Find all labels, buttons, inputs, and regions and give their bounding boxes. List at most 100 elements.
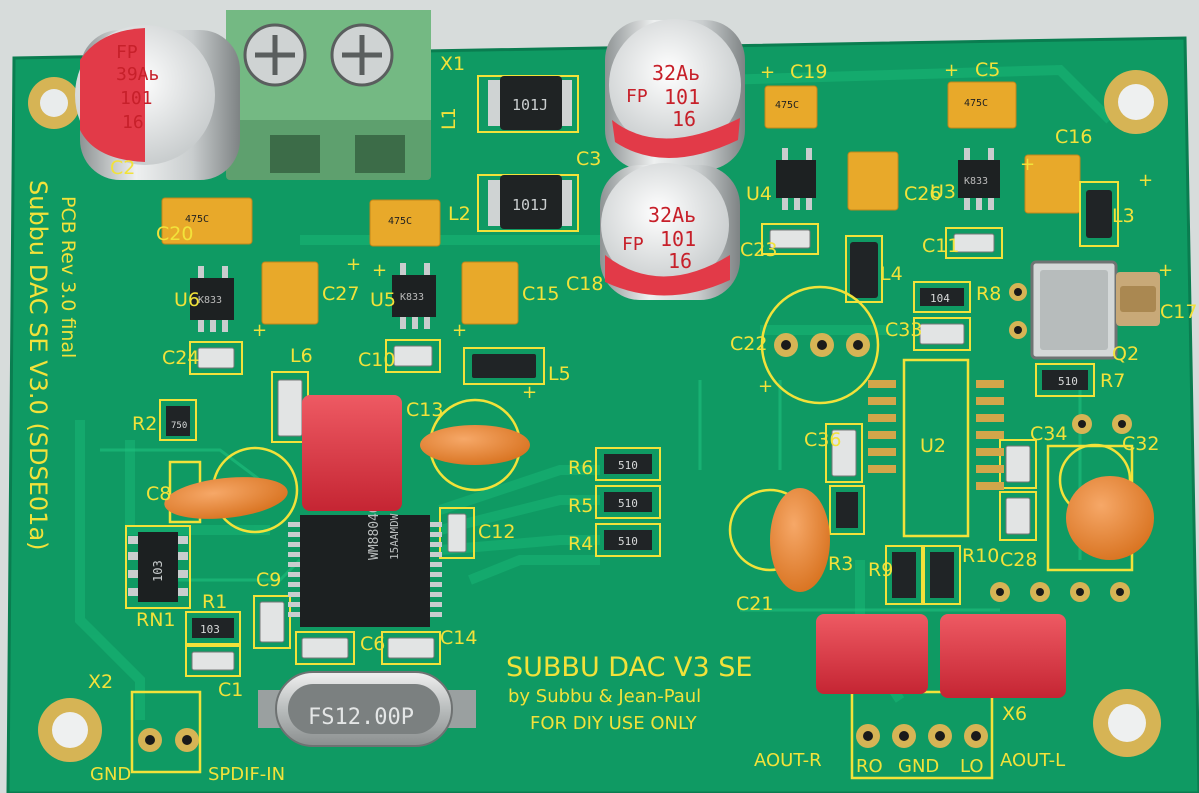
label-c24: C24 [162,347,199,369]
label-c2: C2 [110,157,135,179]
r1-marking: 103 [200,623,220,636]
label-x1: X1 [440,53,465,75]
tantalum-caps [161,81,1081,325]
cap-c3-marking-3: 101 [664,85,700,109]
label-aout-r: AOUT-R [754,750,822,771]
tantalum-c19-marking: 475C [775,100,799,111]
svg-text:+: + [252,320,267,341]
label-c36: C36 [804,429,841,451]
label-r9: R9 [868,559,893,581]
label-c6: C6 [360,633,385,655]
label-c13: C13 [406,399,443,421]
u6-marking: K833 [198,295,222,306]
cap-c2 [75,25,240,180]
svg-text:+: + [1138,170,1153,191]
label-c27: C27 [322,283,359,305]
label-r2: R2 [132,413,157,435]
label-c17: C17 [1160,301,1197,323]
label-r8: R8 [976,283,1001,305]
label-c10: C10 [358,349,395,371]
ic-wm8804-marking-2: 15AAMDW [388,513,401,560]
inductor-l2-marking: 101J [512,196,548,214]
svg-text:+: + [1020,154,1035,175]
label-q2: Q2 [1112,343,1139,365]
svg-text:+: + [1158,260,1173,281]
label-c11: C11 [922,235,959,257]
u2-pads [868,380,1004,490]
crystal-marking: FS12.00P [308,705,414,730]
tantalum-c14-marking: 475C [388,216,412,227]
label-c1: C1 [218,679,243,701]
label-r3: R3 [828,553,853,575]
label-l5: L5 [548,363,571,385]
cap-c18-marking-3: 101 [660,227,696,251]
label-aout-l: AOUT-L [1000,750,1065,771]
cap-c3-marking-1: FP [626,86,648,107]
oscillator-q2 [1030,260,1160,360]
label-r7: R7 [1100,370,1125,392]
cap-c18-marking-4: 16 [668,249,692,273]
u5-marking: K833 [400,292,424,303]
label-lo: LO [960,756,984,777]
board-authors: by Subbu & Jean-Paul [508,686,701,707]
cap-c2-marking-2: 39Aь [116,64,159,85]
label-u4: U4 [746,183,772,205]
label-l4: L4 [880,263,903,285]
r5-marking: 510 [618,497,638,510]
film-caps [302,395,1066,698]
pcb-revision-text: PCB Rev 3.0 final [57,196,79,358]
inductor-l1 [477,75,579,133]
label-c12: C12 [478,521,515,543]
r6-marking: 510 [618,459,638,472]
tantalum-c5-marking: 475C [964,98,988,109]
label-c8: C8 [146,483,171,505]
cap-c3-marking-2: 32Aь [652,61,700,85]
board-title: SUBBU DAC V3 SE [506,652,752,683]
label-c5: C5 [975,59,1000,81]
label-c32: C32 [1122,433,1159,455]
label-gnd-out: GND [898,756,939,777]
crystal-fs12 [258,671,476,747]
label-c33: C33 [885,319,922,341]
mounting-holes [28,70,1168,762]
label-x6: X6 [1002,703,1027,725]
label-r6: R6 [568,457,593,479]
label-l1: L1 [438,107,460,130]
ic-wm8804 [288,515,442,627]
label-spdif-in: SPDIF-IN [208,764,285,785]
label-c9: C9 [256,569,281,591]
label-ro: RO [856,756,883,777]
label-l3: L3 [1112,205,1135,227]
cap-c2-marking-4: 16 [122,112,144,133]
cap-c3 [605,19,745,170]
r8-marking: 104 [930,292,950,305]
label-c21: C21 [736,593,773,615]
regulators [190,160,1000,320]
screw-terminal [226,10,431,180]
tantalum-c20-marking: 475C [185,214,209,225]
inductor-l1-marking: 101J [512,96,548,114]
label-c3: C3 [576,148,601,170]
label-c18: C18 [566,273,603,295]
label-c14: C14 [440,627,477,649]
label-c15: C15 [522,283,559,305]
label-r4: R4 [568,533,593,555]
inductor-l2 [477,174,579,232]
label-u2: U2 [920,435,946,457]
cap-c18-marking-2: 32Aь [648,203,696,227]
r4-marking: 510 [618,535,638,548]
label-l2: L2 [448,203,471,225]
cap-c18 [600,163,740,300]
rn1-marking: 103 [151,560,165,582]
label-c22: C22 [730,333,767,355]
label-l6: L6 [290,345,313,367]
label-rn1: RN1 [136,609,176,631]
label-c28: C28 [1000,549,1037,571]
label-x2: X2 [88,671,113,693]
smd-passives [159,181,1119,677]
label-u6: U6 [174,289,200,311]
svg-text:+: + [760,62,775,83]
cap-c2-marking-1: FP [116,42,138,63]
svg-text:+: + [522,382,537,403]
